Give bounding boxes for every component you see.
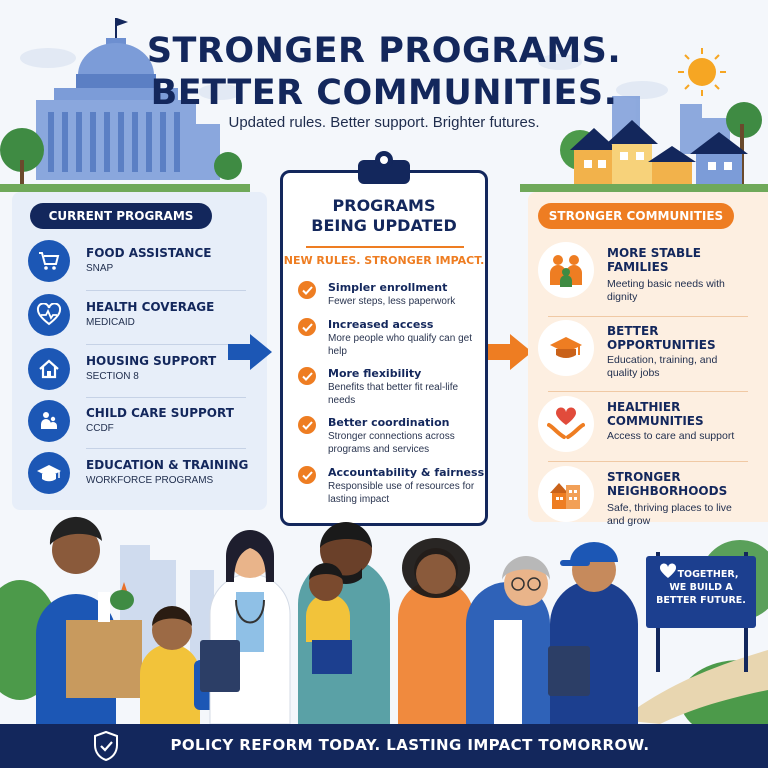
program-child-care-support: CHILD CARE SUPPORT CCDF xyxy=(28,400,258,450)
community-people-illustration xyxy=(0,516,768,730)
community-better-opportunities: BETTER OPPORTUNITIES Education, training… xyxy=(538,320,758,390)
house-icon xyxy=(28,348,70,390)
divider xyxy=(548,461,748,462)
arrow-right-icon xyxy=(488,334,532,370)
person-doctor xyxy=(200,530,291,725)
community-stable-families: MORE STABLE FAMILIES Meeting basic needs… xyxy=(538,242,758,312)
program-education-training: EDUCATION & TRAINING WORKFORCE PROGRAMS xyxy=(28,452,258,502)
person-volunteer xyxy=(36,516,142,724)
page-subtitle: Updated rules. Better support. Brighter … xyxy=(228,114,540,131)
graduation-cap-icon xyxy=(538,320,594,376)
divider xyxy=(86,344,246,345)
divider xyxy=(86,448,246,449)
heart-hands-icon xyxy=(538,396,594,452)
check-icon xyxy=(298,416,316,434)
center-title: PROGRAMS BEING UPDATED xyxy=(311,196,457,235)
clipboard-clip-icon xyxy=(358,151,410,184)
check-icon xyxy=(298,466,316,484)
community-healthier-communities: HEALTHIER COMMUNITIES Access to care and… xyxy=(538,396,758,466)
program-food-assistance: FOOD ASSISTANCE SNAP xyxy=(28,240,258,290)
divider xyxy=(548,316,748,317)
community-stronger-neighborhoods: STRONGER NEIGHBORHOODS Safe, thriving pl… xyxy=(538,466,758,536)
footer-banner xyxy=(0,724,768,768)
shopping-cart-icon xyxy=(28,240,70,282)
person-case-worker xyxy=(548,542,638,724)
capitol-building xyxy=(36,18,220,180)
page-title: STRONGER PROGRAMS. BETTER COMMUNITIES. xyxy=(146,31,622,113)
current-programs-heading: CURRENT PROGRAMS xyxy=(30,203,212,229)
check-icon xyxy=(298,281,316,299)
stronger-communities-heading: STRONGER COMMUNITIES xyxy=(538,203,734,229)
check-icon xyxy=(298,318,316,336)
divider xyxy=(306,246,464,248)
heart-pulse-icon xyxy=(28,294,70,336)
center-tagline: NEW RULES. STRONGER IMPACT. xyxy=(283,254,485,267)
footer-slogan: POLICY REFORM TODAY. LASTING IMPACT TOMO… xyxy=(170,736,650,754)
program-housing-support: HOUSING SUPPORT SECTION 8 xyxy=(28,348,258,398)
divider xyxy=(86,290,246,291)
divider xyxy=(86,397,246,398)
check-icon xyxy=(298,367,316,385)
buildings-icon xyxy=(538,466,594,522)
person-senior xyxy=(466,556,550,724)
shield-check-icon xyxy=(94,730,118,762)
divider xyxy=(548,391,748,392)
together-sign: TOGETHER, WE BUILD A BETTER FUTURE. xyxy=(656,569,746,606)
program-health-coverage: HEALTH COVERAGE MEDICAID xyxy=(28,294,258,344)
person-parent xyxy=(298,522,390,724)
updated-programs-clipboard xyxy=(280,170,488,526)
person-community-member xyxy=(398,538,474,724)
family-icon xyxy=(538,242,594,298)
graduation-cap-icon xyxy=(28,452,70,494)
arrow-right-icon xyxy=(228,334,272,370)
parent-child-icon xyxy=(28,400,70,442)
